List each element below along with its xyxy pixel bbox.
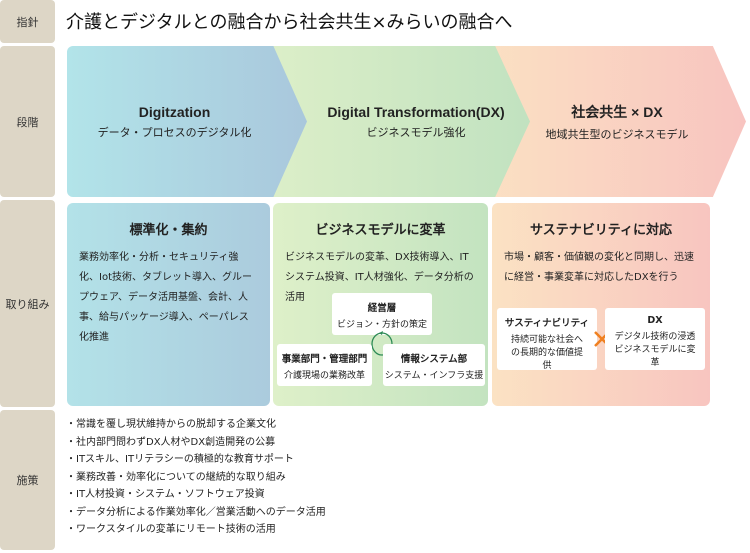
initiative-card-sustainability: サステナビリティに対応 市場・顧客・価値観の変化と同期し、迅速に経営・事業変革に… [492, 203, 710, 406]
initiative-card-business-model: ビジネスモデルに変革 ビジネスモデルの変革、DX技術導入、ITシステム投資、IT… [273, 203, 488, 406]
card-body: 市場・顧客・価値観の変化と同期し、迅速に経営・事業変革に対応したDXを行う [504, 252, 694, 283]
stage-sub: 地域共生型のビジネスモデル [545, 127, 689, 141]
row-label-measures: 施策 [0, 410, 55, 550]
box-desc: 持続可能な社会への長期的な価値提供 [510, 335, 583, 371]
stage-sub: データ・プロセスのデジタル化 [97, 125, 252, 139]
row-label-stage: 段階 [0, 46, 55, 197]
box-title: 事業部門・管理部門 [281, 354, 368, 365]
box-business-dept: 事業部門・管理部門 介護現場の業務改革 [277, 344, 372, 386]
measure-item: ・IT人材投資・システム・ソフトウェア投資 [66, 489, 265, 500]
box-dx: DX デジタル技術の浸透ビジネスモデルに変革 [605, 308, 705, 370]
measures-list: ・常識を覆し現状維持からの脱却する企業文化 ・社内部門問わずDX人材やDX創造開… [66, 416, 326, 539]
box-sustainability: サスティナビリティ 持続可能な社会への長期的な価値提供 [497, 308, 597, 371]
page-title: 介護とデジタルとの融合から社会共生×みらいの融合へ [66, 12, 513, 33]
measure-item: ・ワークスタイルの変革にリモート技術の活用 [66, 524, 276, 535]
row-label-initiative: 取り組み [0, 200, 55, 407]
card-heading: サステナビリティに対応 [530, 223, 672, 238]
box-title: サスティナビリティ [504, 318, 590, 329]
initiative-card-standardize: 標準化・集約 業務効率化・分析・セキュリティ強化、Iot技術、タブレット導入、グ… [67, 203, 270, 406]
box-title: 情報システム部 [400, 354, 468, 365]
card-heading: 標準化・集約 [129, 223, 208, 238]
measure-item: ・データ分析による作業効率化／営業活動へのデータ活用 [66, 506, 326, 518]
box-title: DX [647, 315, 663, 326]
measure-item: ・社内部門問わずDX人材やDX創造開発の公募 [66, 436, 276, 448]
stage-heading: 社会共生 × DX [571, 103, 663, 120]
box-management: 経営層 ビジョン・方針の策定 [332, 293, 432, 335]
measure-item: ・ITスキル、ITリテラシーの積極的な教育サポート [66, 454, 294, 465]
measure-item: ・常識を覆し現状維持からの脱却する企業文化 [66, 419, 276, 430]
card-heading: ビジネスモデルに変革 [315, 223, 446, 238]
stage-heading: Digital Transformation(DX) [327, 103, 505, 120]
stage-digitization: Digitzation データ・プロセスのデジタル化 [67, 46, 307, 197]
stage-heading: Digitzation [138, 103, 211, 120]
card-body: 業務効率化・分析・セキュリティ強化、Iot技術、タブレット導入、グループウェア、… [79, 252, 252, 343]
box-desc: 介護現場の業務改革 [283, 371, 365, 381]
box-desc: デジタル技術の浸透ビジネスモデルに変革 [614, 332, 696, 368]
box-desc: ビジョン・方針の策定 [336, 320, 427, 330]
box-title: 経営層 [367, 303, 397, 314]
box-it-dept: 情報システム部 システム・インフラ支援 [383, 344, 485, 386]
stage-sub: ビジネスモデル強化 [366, 125, 466, 139]
card-body: ビジネスモデルの変革、DX技術導入、ITシステム投資、IT人材強化、データ分析の… [285, 252, 474, 303]
measure-item: ・業務改善・効率化についての継続的な取り組み [66, 471, 286, 483]
box-desc: システム・インフラ支援 [384, 371, 484, 381]
row-label-policy: 指針 [0, 0, 55, 43]
